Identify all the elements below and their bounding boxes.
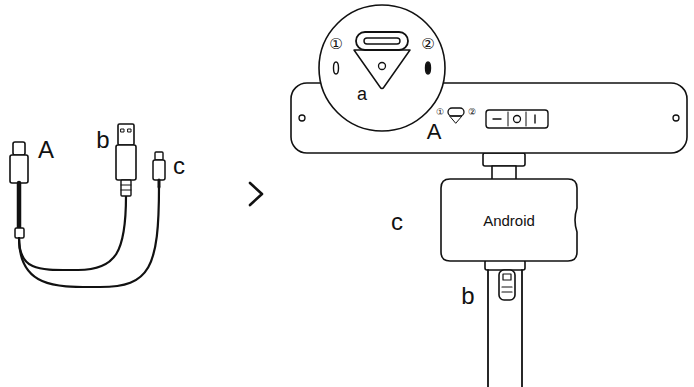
micro-plug <box>153 160 165 180</box>
usb-c-port <box>356 32 408 50</box>
phone-outline <box>441 179 577 261</box>
cable <box>19 186 159 287</box>
strain-relief <box>158 180 161 187</box>
button-center <box>514 116 521 123</box>
usb-a-plug <box>116 145 136 180</box>
inset-circle: ① ② a <box>318 4 446 132</box>
usb-a-port <box>499 270 515 300</box>
screw-hole <box>379 63 386 70</box>
part-letter: a <box>357 85 367 103</box>
indicator-light <box>426 62 431 74</box>
pole <box>487 270 489 387</box>
cable <box>17 183 22 228</box>
scanner-body <box>291 83 687 153</box>
usb-a-hole <box>128 129 131 132</box>
cable <box>19 196 126 270</box>
usb-c-tip <box>13 142 25 155</box>
node-outline <box>318 4 446 132</box>
port-number: ② <box>421 37 434 52</box>
port-number: ① <box>436 108 444 117</box>
strain-relief-tick <box>121 190 131 191</box>
usb-a-tip <box>118 124 134 145</box>
pole <box>521 270 523 387</box>
part-letter: b <box>96 128 109 152</box>
part-letter: c <box>173 154 185 178</box>
usb-a-port-line <box>502 286 512 287</box>
part-letter: A <box>427 121 442 143</box>
usb-c-plug <box>10 155 28 183</box>
indicator-light <box>334 62 339 74</box>
part-letter: b <box>461 284 474 308</box>
phone: Android <box>440 178 578 262</box>
screw-hole <box>673 115 679 121</box>
inset-circle <box>319 5 445 131</box>
chevron-arrow <box>250 183 262 205</box>
strain-relief-tick <box>121 185 131 186</box>
usb-c-port <box>448 108 464 116</box>
button-divider <box>526 112 527 126</box>
button-minus <box>493 118 501 119</box>
phone-label: Android <box>483 213 535 228</box>
usb-a-port-line <box>502 291 512 292</box>
button-panel <box>486 110 548 128</box>
usb-c-slot <box>364 38 400 44</box>
mount-stem <box>492 166 516 180</box>
button-bar <box>534 115 535 123</box>
micro-tip <box>155 152 163 160</box>
port-housing <box>354 50 410 89</box>
part-letter: c <box>391 210 403 234</box>
port-housing <box>450 116 462 123</box>
strain-relief <box>121 180 131 196</box>
usb-a-hole <box>121 129 124 132</box>
port-number: ② <box>468 108 476 117</box>
button-divider <box>508 112 509 126</box>
screw-hole <box>299 115 305 121</box>
mount-bracket <box>483 153 525 166</box>
usb-a-port-slot <box>503 274 511 280</box>
port-number: ① <box>329 37 342 52</box>
part-letter: A <box>38 138 54 162</box>
cable-junction <box>15 228 24 238</box>
